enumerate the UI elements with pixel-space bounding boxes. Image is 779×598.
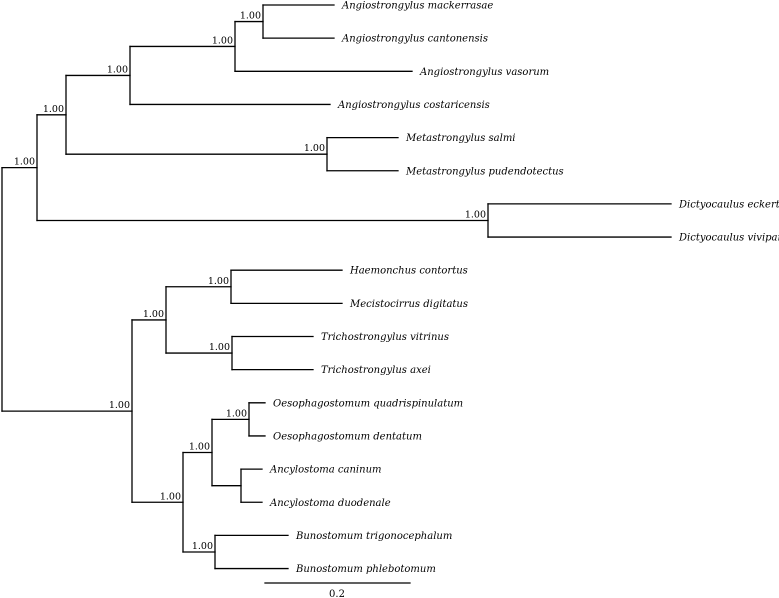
support-value: 1.00 bbox=[43, 104, 64, 115]
support-value: 1.00 bbox=[189, 442, 210, 453]
taxon-label: Bunostomum phlebotomum bbox=[295, 564, 436, 575]
support-value: 1.00 bbox=[240, 11, 261, 22]
support-value: 1.00 bbox=[160, 491, 181, 502]
taxon-label: Oesophagostomum dentatum bbox=[273, 431, 422, 442]
taxon-label: Trichostrongylus axei bbox=[321, 365, 431, 376]
support-value: 1.00 bbox=[14, 157, 35, 168]
taxon-label: Angiostrongylus mackerrasae bbox=[341, 1, 493, 12]
taxon-label: Metastrongylus pudendotectus bbox=[405, 166, 564, 177]
support-value: 1.00 bbox=[208, 276, 229, 287]
taxon-label: Ancylostoma caninum bbox=[269, 465, 382, 476]
support-value: 1.00 bbox=[143, 309, 164, 320]
support-value: 1.00 bbox=[212, 35, 233, 46]
taxon-label: Mecistocirrus digitatus bbox=[349, 299, 468, 310]
taxon-label: Angiostrongylus cantonensis bbox=[341, 34, 488, 45]
taxon-label: Ancylostoma duodenale bbox=[269, 498, 391, 509]
support-value: 1.00 bbox=[109, 400, 130, 411]
taxon-label: Oesophagostomum quadrispinulatum bbox=[273, 398, 463, 409]
taxon-label: Haemonchus contortus bbox=[349, 266, 468, 277]
support-value: 1.00 bbox=[107, 64, 128, 75]
support-value: 1.00 bbox=[304, 143, 325, 154]
support-value: 1.00 bbox=[226, 408, 247, 419]
tree-branches bbox=[1, 4, 672, 570]
taxon-label: Bunostomum trigonocephalum bbox=[295, 531, 452, 542]
support-value: 1.00 bbox=[192, 541, 213, 552]
taxon-label: Trichostrongylus vitrinus bbox=[321, 332, 449, 343]
taxon-label: Angiostrongylus vasorum bbox=[419, 67, 549, 78]
support-values: 1.00 1.00 1.00 1.00 1.00 1.00 1.00 1.00 1.00 1.00… bbox=[14, 11, 486, 552]
support-value: 1.00 bbox=[465, 209, 486, 220]
taxon-label: Metastrongylus salmi bbox=[405, 133, 516, 144]
taxon-labels: Angiostrongylus mackerrasaeAngiostrongyl… bbox=[269, 1, 779, 576]
scale-bar-label: 0.2 bbox=[329, 589, 345, 598]
taxon-label: Angiostrongylus costaricensis bbox=[337, 100, 490, 111]
taxon-label: Dictyocaulus eckerti bbox=[678, 199, 779, 210]
scale-bar: 0.2 bbox=[264, 582, 411, 598]
taxon-label: Dictyocaulus viviparus bbox=[678, 233, 779, 244]
support-value: 1.00 bbox=[209, 342, 230, 353]
